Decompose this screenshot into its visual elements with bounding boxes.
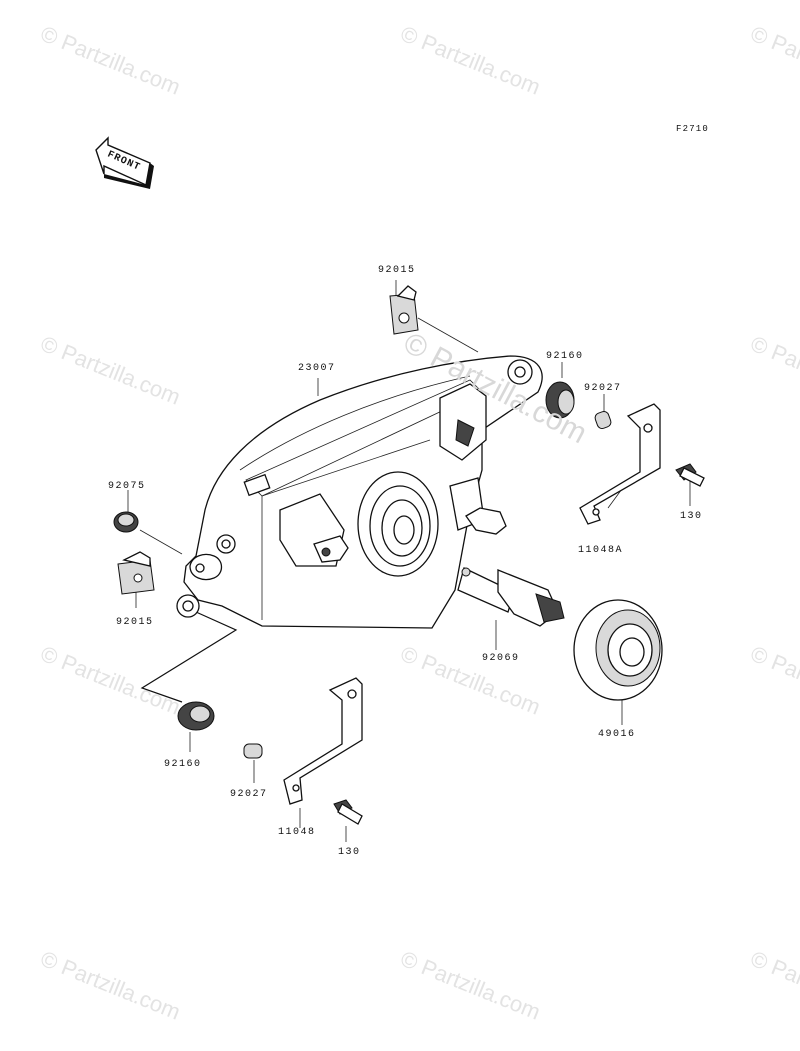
part-label-92160-left: 92160	[164, 759, 202, 770]
collar-92027-left	[243, 743, 263, 759]
part-label-130-left: 130	[338, 847, 361, 858]
collar-92027-right	[594, 410, 612, 430]
part-label-92027-left: 92027	[230, 789, 268, 800]
front-arrow-icon: FRONT	[95, 136, 154, 189]
bolt-130-left	[333, 799, 363, 825]
watermark: © Partzilla.com	[397, 641, 544, 720]
part-label-92015-left: 92015	[116, 617, 154, 628]
watermark: © Partzilla.com	[747, 641, 800, 720]
headlight-assembly	[176, 355, 543, 629]
watermark: © Partzilla.com	[37, 946, 184, 1025]
part-label-92069: 92069	[482, 653, 520, 664]
grommet-92160-left	[177, 701, 215, 731]
bolt-130-right	[675, 463, 705, 487]
grommet-92160-right	[545, 381, 575, 419]
part-label-92027-right: 92027	[584, 383, 622, 394]
grommet-92075	[113, 511, 139, 533]
part-label-49016: 49016	[598, 729, 636, 740]
leader-lines	[127, 280, 691, 842]
part-label-130-right: 130	[680, 511, 703, 522]
clip-92015-top	[389, 285, 419, 335]
bracket-11048	[283, 677, 363, 805]
dust-boot-49016	[573, 599, 663, 701]
watermark: © Partzilla.com	[37, 331, 184, 410]
watermark: © Partzilla.com	[37, 21, 184, 100]
bulb-92069	[457, 567, 565, 627]
part-label-23007: 23007	[298, 363, 336, 374]
watermark: © Partzilla.com	[397, 21, 544, 100]
watermark: © Partzilla.com	[37, 641, 184, 720]
part-label-92075: 92075	[108, 481, 146, 492]
part-label-92015-top: 92015	[378, 265, 416, 276]
part-label-11048: 11048	[278, 827, 316, 838]
watermark: © Partzilla.com	[397, 946, 544, 1025]
clip-92015-left	[117, 551, 155, 595]
watermark: © Partzilla.com	[747, 21, 800, 100]
part-labels: 92015 92160 23007 92027 130 11048A 92075…	[108, 265, 703, 858]
watermark: © Partzilla.com	[747, 946, 800, 1025]
part-label-92160-right: 92160	[546, 351, 584, 362]
watermark: © Partzilla.com	[747, 331, 800, 410]
part-label-11048A: 11048A	[578, 545, 623, 556]
bracket-11048A	[579, 403, 661, 525]
figure-code: F2710	[676, 124, 709, 134]
